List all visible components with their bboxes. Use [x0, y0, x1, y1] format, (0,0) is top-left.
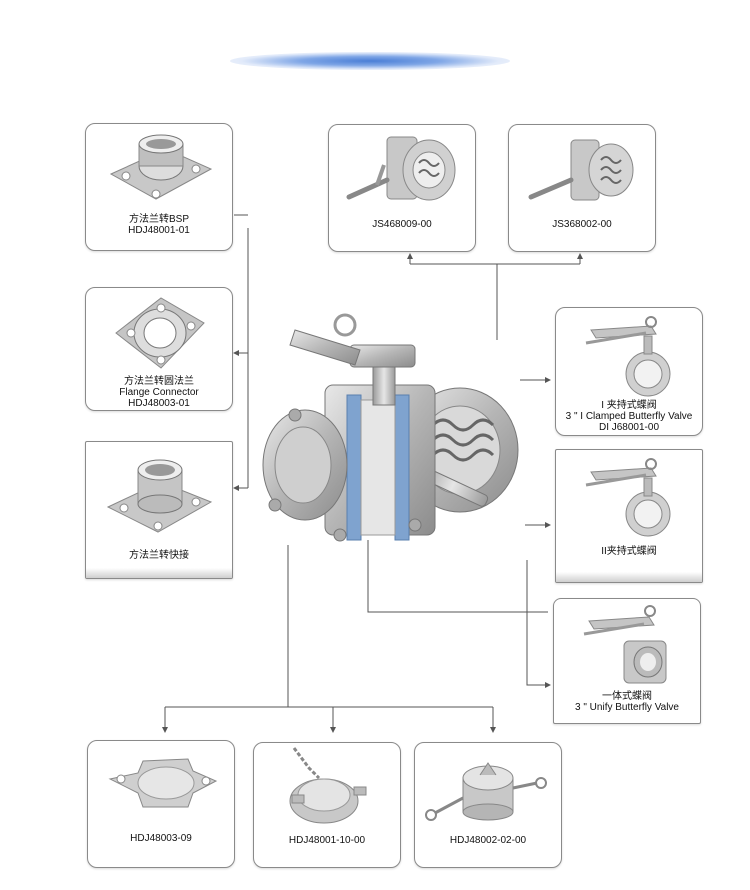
product-card-c5[interactable]: JS368002-00: [508, 124, 656, 252]
product-card-c4[interactable]: JS468009-00: [328, 124, 476, 252]
gasket-plate-icon: [108, 758, 218, 808]
card-c7-shadow: [556, 572, 702, 582]
card-c7-line1: II夹持式蝶阀: [601, 546, 657, 557]
flapper-valve-lever-icon: [528, 139, 634, 201]
card-c6-code: DI J68001-00: [598, 422, 660, 433]
product-card-c7[interactable]: II夹持式蝶阀: [555, 449, 703, 583]
product-card-c10[interactable]: HDJ48001-10-00: [253, 742, 401, 868]
card-c2-line1: 方法兰转圆法兰: [124, 376, 194, 387]
card-c2-code: HDJ48003-01: [128, 398, 190, 409]
card-c1-line1: 方法兰转BSP: [128, 214, 189, 225]
central-valve-assembly-icon: [262, 313, 519, 542]
arrow-to-card8: [526, 560, 551, 688]
product-card-c1[interactable]: 方法兰转BSP HDJ48001-01: [85, 123, 233, 251]
card-c5-code: JS368002-00: [552, 219, 612, 230]
product-card-c8[interactable]: 一体式蝶阀 3 " Unify Butterfly Valve: [553, 598, 701, 724]
card-c10-code: HDJ48001-10-00: [288, 835, 366, 846]
card-c8-line1: 一体式蝶阀: [602, 691, 652, 702]
card-c8-line2: 3 " Unify Butterfly Valve: [575, 702, 679, 713]
square-flange-bsp-icon: [109, 134, 213, 200]
card-c3-line1: 方法兰转快接: [129, 550, 189, 561]
card-c6-line1: I 夹持式蝶阀: [601, 400, 657, 411]
card-c11-code: HDJ48002-02-00: [449, 835, 527, 846]
product-card-c2[interactable]: 方法兰转圆法兰 Flange Connector HDJ48003-01: [85, 287, 233, 411]
product-card-c6[interactable]: I 夹持式蝶阀 3 " I Clamped Butterfly Valve DI…: [555, 307, 703, 436]
flange-connector-icon: [115, 297, 205, 369]
card-c6-line2: 3 " I Clamped Butterfly Valve: [565, 411, 693, 422]
camlock-dust-cap-icon: [425, 762, 547, 821]
square-flange-quick-coupling-icon: [106, 459, 213, 533]
card-c4-code: JS468009-00: [372, 219, 432, 230]
product-card-c3[interactable]: 方法兰转快接: [85, 441, 233, 579]
card-c9-code: HDJ48003-09: [130, 833, 192, 844]
clamped-butterfly-valve-icon: [585, 316, 671, 397]
center-right-line: [367, 540, 548, 613]
unify-butterfly-valve-icon: [583, 605, 667, 684]
flapper-valve-lever-icon: [346, 136, 456, 201]
clamped-butterfly-valve-icon: [585, 458, 671, 537]
header-glow-bar: [230, 52, 510, 70]
product-card-c11[interactable]: HDJ48002-02-00: [414, 742, 562, 868]
card-c2-line2: Flange Connector: [119, 387, 199, 398]
product-card-c9[interactable]: HDJ48003-09: [87, 740, 235, 868]
card-c1-code: HDJ48001-01: [128, 225, 190, 236]
chained-dust-cap-icon: [289, 747, 367, 824]
card-c3-shadow: [86, 568, 232, 578]
